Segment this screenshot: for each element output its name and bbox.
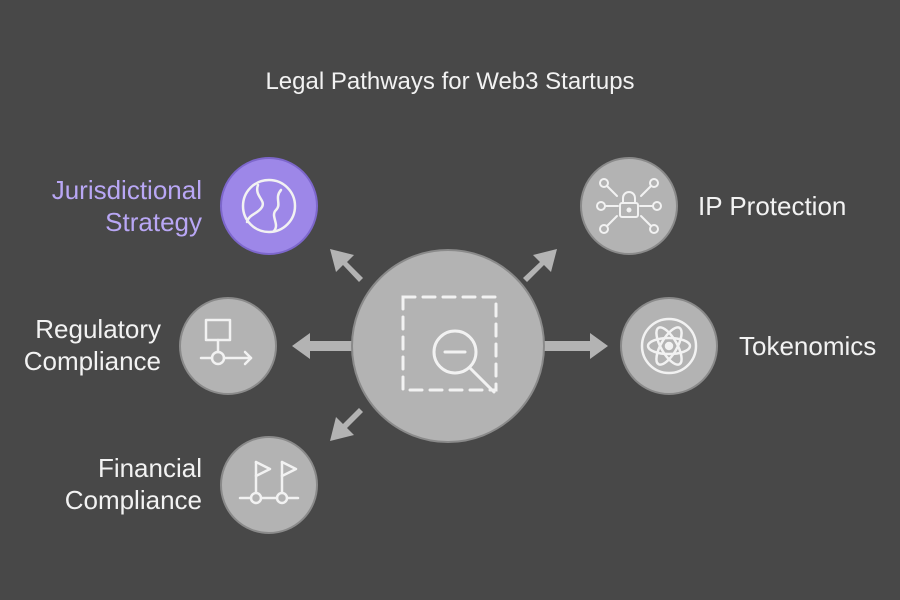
node-regulatory-compliance[interactable] xyxy=(179,297,277,395)
arrows xyxy=(292,249,608,441)
node-tokenomics[interactable] xyxy=(620,297,718,395)
label-regulatory-line1: Regulatory xyxy=(35,314,161,344)
label-jurisdictional-line1: Jurisdictional xyxy=(51,175,202,205)
label-tokenomics[interactable]: Tokenomics xyxy=(739,330,876,362)
atom-icon xyxy=(640,317,698,375)
label-regulatory-line2: Compliance xyxy=(23,346,161,376)
label-tokenomics-line1: Tokenomics xyxy=(739,331,877,361)
label-financial-compliance[interactable]: Financial Compliance xyxy=(0,452,202,516)
flowchart-icon xyxy=(199,318,253,366)
label-financial-line1: Financial xyxy=(97,453,202,483)
node-jurisdictional[interactable] xyxy=(220,157,318,255)
arrow-ip xyxy=(523,249,557,282)
milestone-flags-icon xyxy=(238,460,300,505)
label-ip-protection[interactable]: IP Protection xyxy=(698,190,846,222)
label-jurisdictional-strategy[interactable]: Jurisdictional Strategy xyxy=(0,174,202,238)
label-ip-line1: IP Protection xyxy=(698,191,847,221)
arrow-financial xyxy=(330,408,363,441)
label-regulatory-compliance[interactable]: Regulatory Compliance xyxy=(0,313,161,377)
node-financial-compliance[interactable] xyxy=(220,436,318,534)
label-jurisdictional-line2: Strategy xyxy=(105,207,202,237)
arrow-regulatory xyxy=(292,333,356,359)
lock-network-icon xyxy=(596,178,662,234)
search-magnifier-dashed-frame-icon xyxy=(401,295,498,394)
diagram-title: Legal Pathways for Web3 Startups xyxy=(265,68,635,95)
node-ip-protection[interactable] xyxy=(580,157,678,255)
globe-icon xyxy=(241,178,297,234)
arrow-jurisdictional xyxy=(330,249,363,282)
center-node xyxy=(351,249,545,443)
label-financial-line2: Compliance xyxy=(64,485,202,515)
arrow-tokenomics xyxy=(540,333,608,359)
